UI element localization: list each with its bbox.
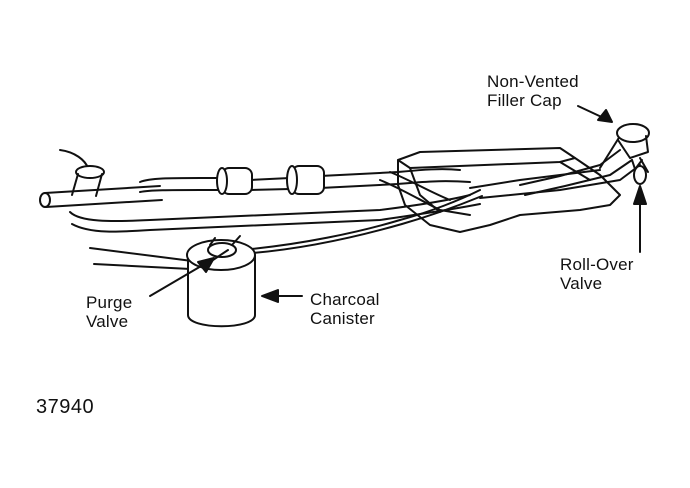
charcoal-canister-label: Charcoal Canister	[310, 290, 380, 328]
purge-valve-label-line-2: Valve	[86, 312, 129, 331]
filler-cap-label-line-2: Filler Cap	[487, 91, 562, 110]
filler-cap-label: Non-Vented Filler Cap	[487, 72, 579, 110]
inline-filters	[216, 165, 325, 195]
label-arrows	[149, 105, 647, 303]
filler-neck	[469, 123, 650, 199]
roll-over-valve-label-line-1: Roll-Over	[560, 255, 634, 274]
roll-over-valve-shape	[633, 159, 647, 185]
filler-cap-shape	[616, 123, 650, 143]
roll-over-valve-label-line-2: Valve	[560, 274, 603, 293]
charcoal-canister-shape	[186, 235, 256, 328]
fuel-tank	[397, 147, 621, 233]
figure-number: 37940	[36, 396, 95, 418]
filler-cap-label-line-1: Non-Vented	[487, 72, 579, 91]
charcoal-canister-label-line-2: Canister	[310, 309, 375, 328]
charcoal-canister-label-line-1: Charcoal	[310, 290, 380, 309]
purge-valve-label-line-1: Purge	[86, 293, 133, 312]
roll-over-valve-label: Roll-Over Valve	[560, 255, 634, 293]
purge-valve-label: Purge Valve	[86, 293, 132, 331]
fuel-lines	[39, 149, 481, 233]
